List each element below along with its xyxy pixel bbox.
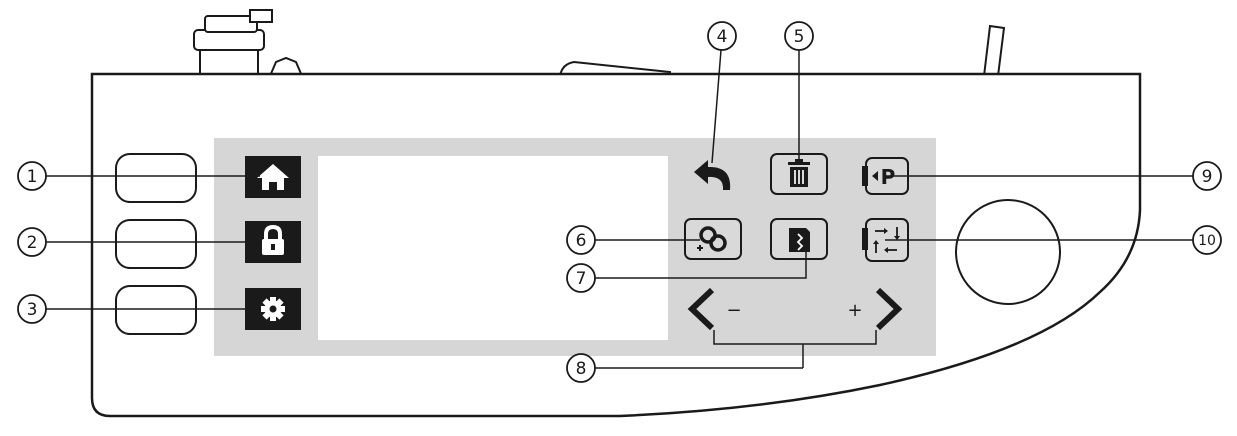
trash-icon: [788, 159, 810, 187]
callout-5: 5: [794, 27, 805, 47]
side-button-3[interactable]: [115, 285, 197, 335]
spool-top: [204, 15, 258, 33]
callout-3: 3: [27, 300, 38, 320]
callout-2: 2: [27, 233, 38, 253]
callout-6-circle: [566, 225, 596, 255]
home-button[interactable]: [245, 156, 301, 198]
callout-numbers: 1 2 3 4 5 6 7 8 9 10: [27, 27, 1216, 379]
thread-guide-post: [982, 24, 1006, 77]
leader-lines: [45, 49, 1193, 369]
callout-8-circle: [566, 353, 596, 383]
chevron-left-icon: [687, 287, 715, 331]
position-p-icon: [872, 171, 878, 181]
callout-6: 6: [576, 231, 587, 251]
callout-1: 1: [27, 167, 38, 187]
minus-button[interactable]: −: [687, 287, 742, 331]
callout-5-circle: [784, 21, 814, 51]
thread-spool-holder: [199, 49, 259, 77]
callout-7: 7: [576, 269, 587, 289]
callout-4: 4: [717, 27, 728, 47]
callout-1-circle: [17, 161, 47, 191]
callout-8: 8: [576, 359, 587, 379]
direction-arrows-icon: [873, 227, 900, 253]
callout-7-circle: [566, 263, 596, 293]
multi-purpose-dial[interactable]: [955, 199, 1061, 305]
combine-button[interactable]: [684, 218, 742, 260]
spool-tab: [249, 9, 273, 23]
home-icon: [257, 164, 289, 190]
side-button-2[interactable]: [115, 219, 197, 269]
gear-icon: [261, 297, 285, 321]
side-buttons: [115, 153, 197, 335]
callout-2-circle: [17, 227, 47, 257]
callout-10: 10: [1198, 233, 1216, 249]
chain-link-icon: [699, 226, 727, 252]
callout-9: 9: [1202, 167, 1213, 187]
callout-10-circle: [1192, 225, 1222, 255]
chevron-right-icon: [875, 287, 903, 331]
callout-9-circle: [1192, 161, 1222, 191]
back-button[interactable]: [694, 160, 731, 190]
side-button-1[interactable]: [115, 153, 197, 203]
callout-4-circle: [707, 21, 737, 51]
lcd-screen: [318, 156, 668, 340]
lock-icon: [262, 224, 284, 255]
memory-button[interactable]: [770, 218, 828, 260]
position-button[interactable]: P: [862, 157, 909, 195]
position-letter: P: [881, 165, 896, 189]
minus-sign: −: [726, 300, 741, 321]
thread-cover: [558, 60, 671, 77]
plus-sign: +: [847, 300, 862, 321]
callouts: [17, 21, 1222, 383]
callout-3-circle: [17, 294, 47, 324]
folder-memory-icon: [789, 228, 810, 252]
plus-button[interactable]: +: [847, 287, 903, 331]
machine-top-parts: [193, 9, 1006, 77]
